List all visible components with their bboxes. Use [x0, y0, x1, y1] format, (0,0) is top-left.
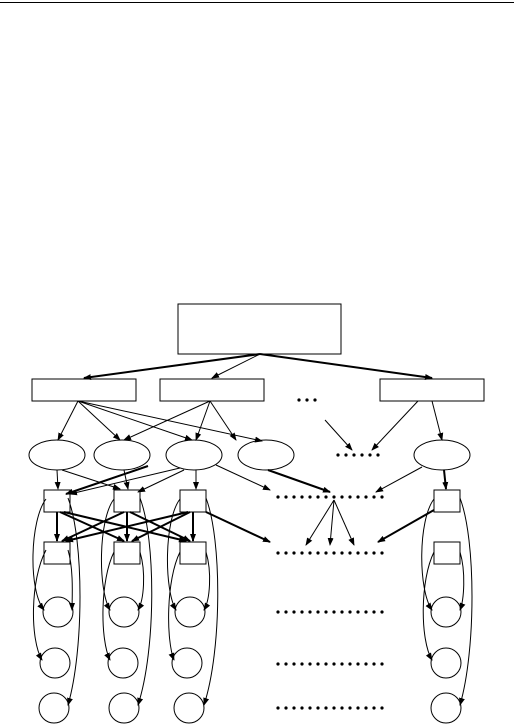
- curve-c3-t-right: [203, 551, 211, 611]
- level4-node-1: [43, 541, 71, 565]
- level2-node-3: [165, 439, 223, 471]
- edge-l1b-dots: [209, 400, 237, 441]
- level7-node-3: [173, 692, 205, 724]
- level3-node-2: [113, 489, 141, 513]
- level2-node-2: [93, 439, 151, 471]
- header-rule: [0, 2, 514, 3]
- level1-node-1: [31, 378, 137, 402]
- edge-s2-t1: [61, 511, 125, 542]
- edge-l1a-e1: [57, 400, 79, 441]
- level7-node-1: [38, 692, 70, 724]
- curve-c2-s-left: [100, 498, 115, 611]
- level4-node-4: [433, 541, 461, 565]
- edge-s3-t2: [131, 511, 191, 542]
- edge-e3-s1: [69, 467, 181, 496]
- edge-l1a-e2: [77, 400, 121, 441]
- curve-c1-t-left: [32, 549, 47, 661]
- ellipsis-level4: [276, 551, 384, 555]
- level6-node-2: [107, 647, 139, 679]
- edge-hub-3: [333, 499, 355, 546]
- edge-s3-t1: [65, 511, 189, 543]
- edge-e2-s1: [65, 465, 149, 495]
- level3-node-3: [179, 489, 207, 513]
- curve-c3-s-left: [166, 498, 181, 611]
- level5-node-4: [430, 596, 462, 628]
- ellipsis-level2: [336, 453, 380, 457]
- edge-l1d-dots: [371, 400, 419, 451]
- curve-c4-s-left: [421, 498, 435, 611]
- edge-root-l1-1: [83, 353, 261, 381]
- edge-root-l1-4: [259, 353, 433, 381]
- curve-c1-s-right: [67, 497, 81, 706]
- curve-c4-t-left: [422, 551, 435, 661]
- root-node: [177, 303, 342, 355]
- level5-node-1: [42, 596, 74, 628]
- level6-node-4: [430, 647, 462, 679]
- edge-l1b-e3: [195, 400, 211, 441]
- ellipsis-level1: [297, 398, 317, 402]
- curve-c1-s-left: [32, 498, 47, 611]
- curve-c4-t-right: [459, 551, 466, 611]
- edge-e4-dots: [267, 469, 331, 493]
- curve-c3-s-right: [203, 497, 219, 706]
- edge-e1-s1: [54, 469, 61, 490]
- curve-c4-s-right: [459, 497, 473, 706]
- edge-s4-dots: [377, 509, 435, 543]
- edge-hub-2: [327, 499, 335, 546]
- curve-c1-t-right: [67, 549, 76, 611]
- level5-node-2: [108, 596, 140, 628]
- curve-c2-s-right: [137, 497, 153, 706]
- edge-l1a-e3: [77, 400, 193, 441]
- edge-e5-s4: [442, 469, 449, 490]
- level1-node-4: [379, 378, 485, 402]
- curve-c3-t-left: [168, 551, 181, 661]
- edge-e1-s2: [61, 469, 121, 490]
- level6-node-1: [39, 647, 71, 679]
- level3-node-4: [433, 489, 461, 513]
- level7-node-2: [108, 692, 140, 724]
- level7-node-4: [430, 692, 462, 724]
- edge-e2-s2: [123, 469, 130, 490]
- curve-c2-t-right: [137, 551, 145, 611]
- edge-l1b-e2: [123, 400, 211, 441]
- level4-node-3: [179, 541, 207, 565]
- edge-e3-dots: [215, 464, 271, 491]
- edge-hub-1: [305, 499, 335, 546]
- ellipsis-level6: [276, 662, 384, 666]
- level2-node-4: [237, 439, 295, 471]
- level1-node-2: [159, 378, 265, 402]
- ellipsis-level7: [276, 706, 384, 710]
- edge-l1-dots-a: [324, 419, 353, 451]
- edge-l1a-e4: [77, 400, 263, 443]
- edge-e5-dots: [375, 466, 423, 493]
- curve-c2-t-left: [102, 551, 115, 661]
- level5-node-3: [174, 596, 206, 628]
- edge-s3-dots: [205, 511, 271, 543]
- edge-e3-s2: [137, 469, 185, 493]
- ellipsis-level3: [276, 495, 384, 499]
- level6-node-3: [171, 647, 203, 679]
- edge-l1d-e5: [431, 400, 444, 441]
- level4-node-2: [113, 541, 141, 565]
- level2-node-1: [28, 439, 86, 471]
- edge-root-l1-2: [211, 353, 261, 379]
- level2-node-5: [413, 439, 471, 471]
- ellipsis-level5: [276, 610, 384, 614]
